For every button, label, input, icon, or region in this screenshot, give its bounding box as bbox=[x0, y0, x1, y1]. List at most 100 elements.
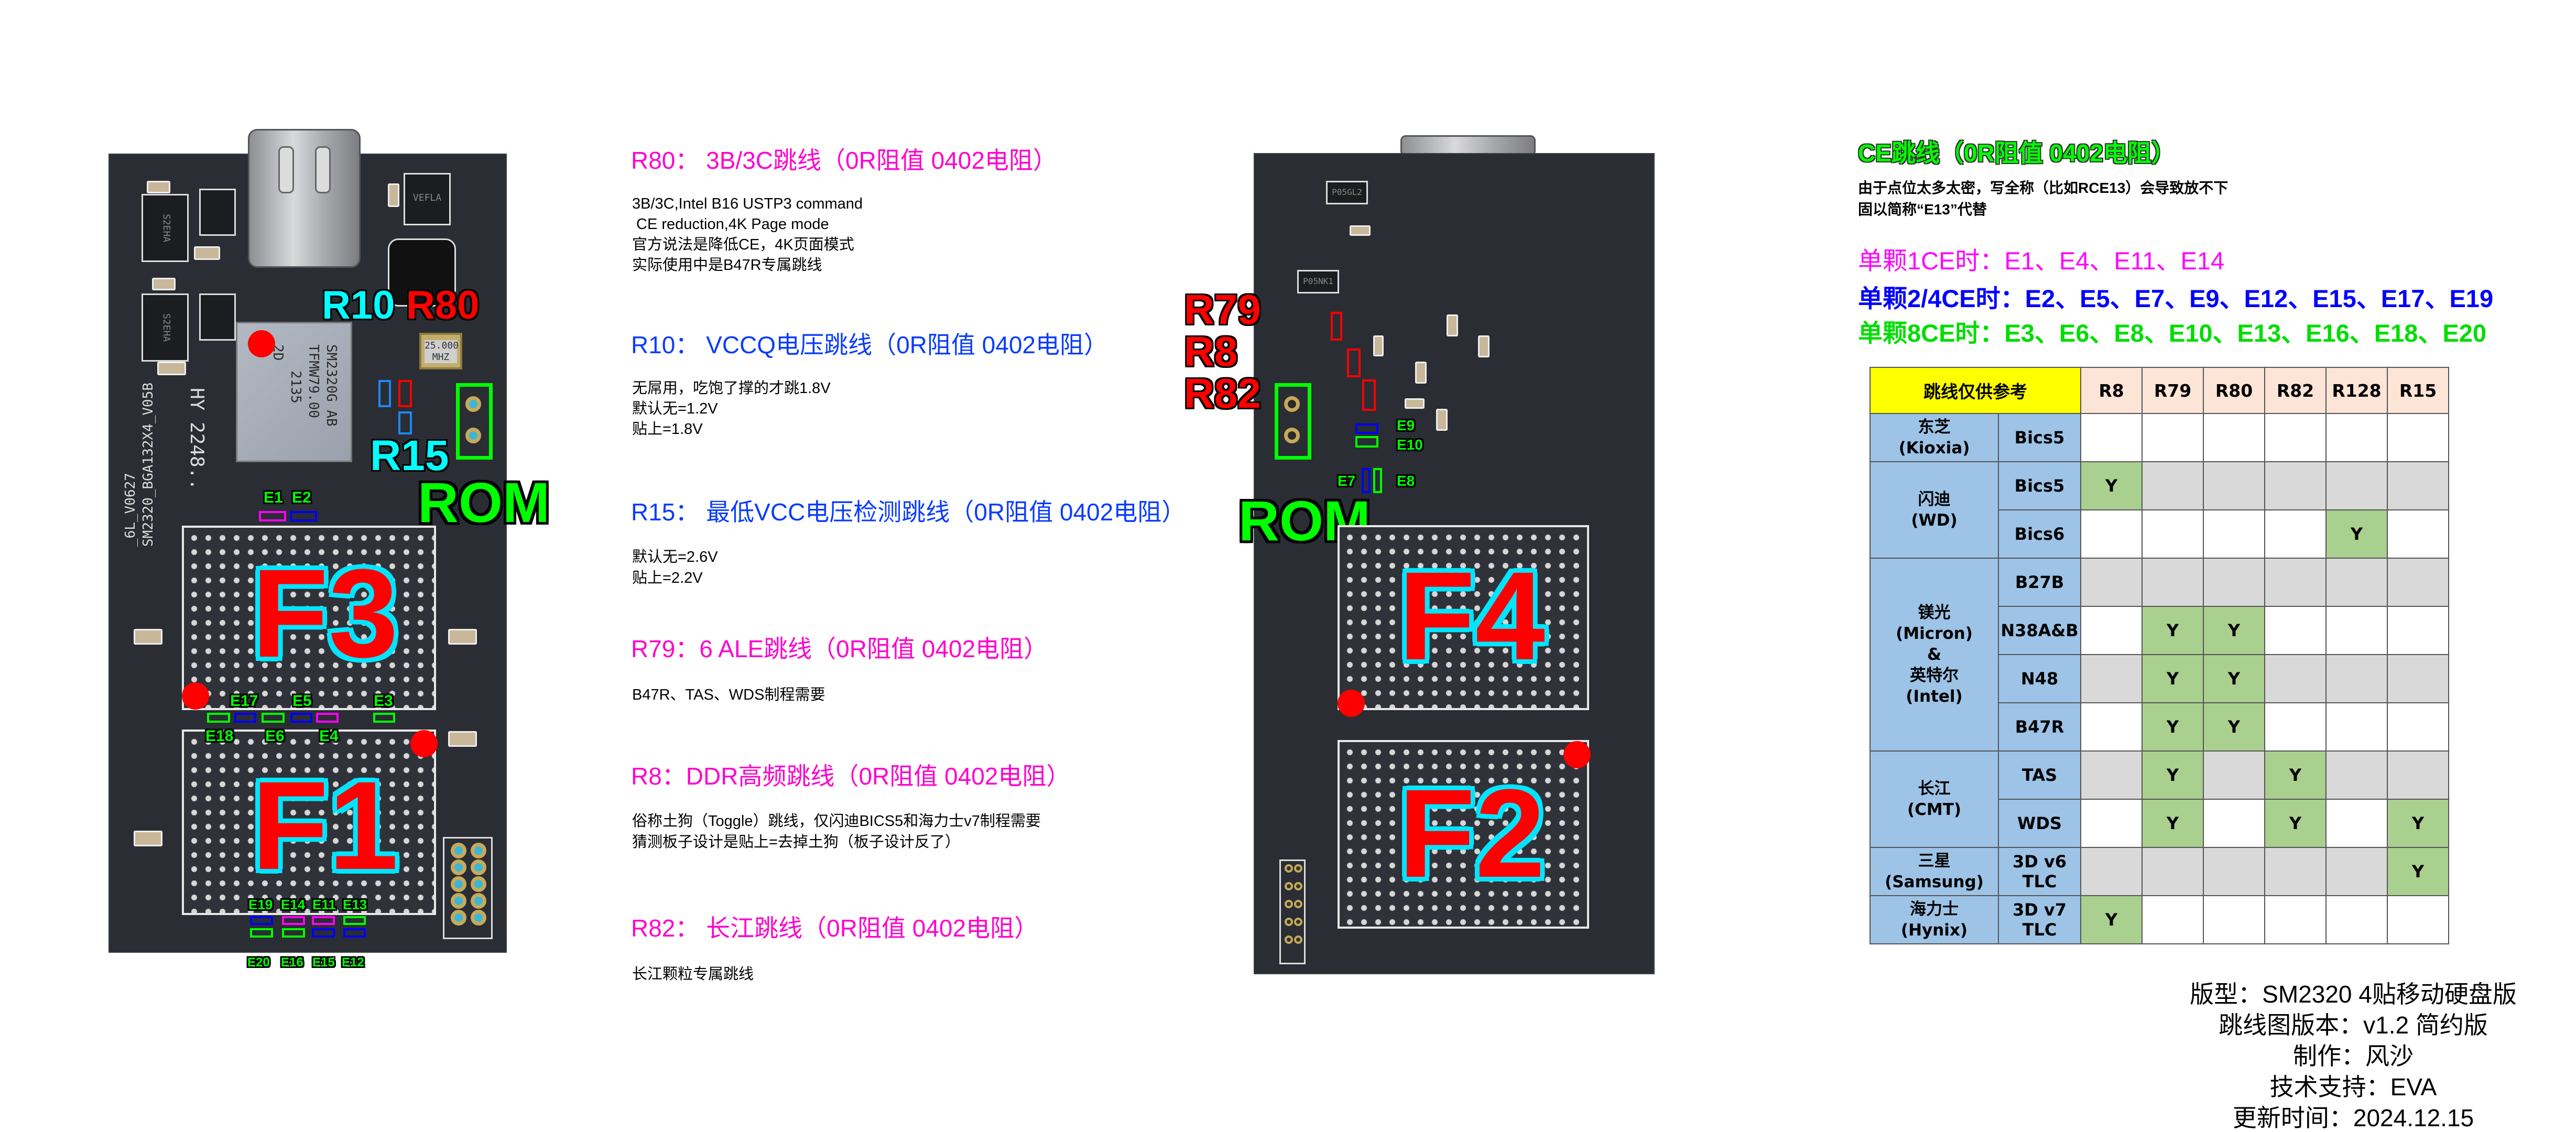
jumper-required-r82: Y bbox=[2264, 750, 2327, 800]
smd-capacitor bbox=[1350, 225, 1371, 236]
jumper-cell-empty bbox=[2264, 895, 2327, 944]
chip-marking: 2135 bbox=[288, 371, 303, 404]
smd-capacitor bbox=[134, 629, 162, 645]
e5-label: E5 bbox=[292, 692, 312, 710]
maker-name: (CMT) bbox=[1907, 800, 1962, 819]
r82-label: R82 bbox=[1184, 370, 1261, 417]
nand-type-cell: 3D v7 TLC bbox=[1998, 895, 2081, 944]
e1-label: E1 bbox=[264, 489, 283, 506]
r15-heading: R15： 最低VCC电压检测跳线（0R阻值 0402电阻） bbox=[631, 498, 1186, 526]
jumper-required-r82: Y bbox=[2264, 799, 2327, 848]
e5-pad bbox=[290, 713, 312, 723]
e20-pad bbox=[250, 928, 273, 938]
e17-pad bbox=[234, 713, 256, 723]
jumper-cell-empty bbox=[2387, 413, 2449, 462]
jumper-cell-empty bbox=[2203, 558, 2265, 607]
ce-desc: 由于点位太多太密，写全称（比如RCE13）会导致放不下 bbox=[1858, 180, 2229, 196]
r8-heading: R8：DDR高频跳线（0R阻值 0402电阻） bbox=[631, 763, 1071, 790]
r80-label: R80 bbox=[406, 283, 480, 328]
jumper-cell-empty bbox=[2080, 509, 2143, 559]
board-silkscreen: _6L_V0627 SM2320_BGA132X4_V05B bbox=[122, 383, 157, 547]
crystal-frequency: 25.000 bbox=[425, 340, 459, 352]
rom-jumper-marker bbox=[1275, 383, 1311, 460]
note-line: 3B/3C,Intel B16 USTP3 command bbox=[632, 195, 863, 212]
chip-marking: TFMW79.00 bbox=[306, 344, 321, 418]
column-header-r80: R80 bbox=[2203, 367, 2265, 414]
jumper-cell-empty bbox=[2142, 558, 2204, 607]
nand-type-cell: WDS bbox=[1998, 799, 2081, 848]
nand-footprint-f1 bbox=[182, 730, 436, 915]
jumper-required-r79: Y bbox=[2142, 799, 2204, 848]
note-line: 无屌用，吃饱了撑的才跳1.8V bbox=[632, 380, 831, 397]
author: 制作：风沙 bbox=[2293, 1042, 2414, 1070]
e4-label: E4 bbox=[319, 727, 339, 745]
nand-type-cell: TAS bbox=[1998, 750, 2081, 800]
jumper-cell-empty bbox=[2325, 558, 2388, 607]
maker-cell: 长江(CMT) bbox=[1869, 750, 1999, 848]
nand-type-cell: Bics5 bbox=[1998, 461, 2081, 510]
f4-label: F4 bbox=[1398, 546, 1546, 686]
note-line: 官方说法是降低CE，4K页面模式 bbox=[632, 236, 854, 253]
r82-pad-marker bbox=[1362, 379, 1376, 411]
note-line: B47R、TAS、WDS制程需要 bbox=[632, 687, 825, 703]
smd-capacitor bbox=[1373, 335, 1384, 356]
jumper-cell-empty bbox=[2264, 654, 2327, 703]
e13-label: E13 bbox=[343, 897, 367, 912]
table-row: 东芝(Kioxia)Bics5 bbox=[1869, 413, 2449, 462]
ce-8ce-list: 单颗8CE时：E3、E6、E8、E10、E13、E16、E18、E20 bbox=[1858, 319, 2487, 347]
jumper-cell-empty bbox=[2142, 509, 2204, 559]
jumper-cell-empty bbox=[2387, 702, 2449, 752]
jumper-cell-empty bbox=[2264, 413, 2327, 462]
jumper-required-r8: Y bbox=[2080, 895, 2143, 944]
e19-pad bbox=[250, 916, 273, 925]
ce-2-4ce-list: 单颗2/4CE时：E2、E5、E7、E9、E12、E15、E17、E19 bbox=[1858, 285, 2494, 312]
jumper-cell-empty bbox=[2080, 702, 2143, 752]
e10-pad bbox=[1355, 436, 1378, 448]
f2-label: F2 bbox=[1398, 763, 1546, 904]
e15-pad bbox=[312, 928, 335, 938]
e13-pad bbox=[343, 916, 366, 925]
smd-capacitor bbox=[1478, 335, 1490, 357]
jumper-required-r79: Y bbox=[2142, 654, 2204, 703]
jumper-cell-empty bbox=[2203, 461, 2265, 510]
silkscreen-text: SM2320_BGA132X4_V05B bbox=[140, 383, 156, 547]
e19-label: E19 bbox=[248, 897, 273, 912]
jumper-cell-empty bbox=[2080, 847, 2143, 896]
e18-label: E18 bbox=[205, 727, 234, 745]
jumper-cell-empty bbox=[2325, 461, 2388, 510]
r8-pad-marker bbox=[1347, 349, 1361, 377]
ic-p05gl2: P05GL2 bbox=[1326, 181, 1368, 204]
smd-capacitor bbox=[388, 183, 399, 207]
jumper-cell-empty bbox=[2080, 750, 2143, 800]
nand-type-cell: B27B bbox=[1998, 558, 2081, 607]
ic-s2eha: S2EHA bbox=[142, 293, 189, 362]
smd-capacitor bbox=[1436, 409, 1448, 431]
jumper-cell-empty bbox=[2325, 702, 2388, 752]
pin1-marker bbox=[182, 682, 209, 710]
jumper-cell-empty bbox=[2203, 750, 2265, 800]
e14-pad bbox=[282, 916, 305, 925]
column-header-r15: R15 bbox=[2387, 367, 2449, 414]
maker-name: (Kioxia) bbox=[1898, 439, 1970, 458]
e9-pad bbox=[1355, 423, 1378, 434]
e16-pad bbox=[282, 928, 305, 938]
jumper-cell-empty bbox=[2325, 413, 2388, 462]
note-line: 俗称土狗（Toggle）跳线，仅闪迪BICS5和海力士v7制程需要 bbox=[632, 813, 1041, 830]
note-line: CE reduction,4K Page mode bbox=[632, 216, 829, 233]
board-type: 版型：SM2320 4贴移动硬盘版 bbox=[2190, 981, 2517, 1008]
ce-desc: 固以简称“E13”代替 bbox=[1858, 201, 1987, 217]
chip-marking: SM2320G AB bbox=[323, 344, 339, 427]
e10-label: E10 bbox=[1397, 437, 1423, 453]
jumper-cell-empty bbox=[2264, 461, 2327, 510]
e14-label: E14 bbox=[281, 897, 306, 912]
jumper-required-r15: Y bbox=[2387, 799, 2449, 848]
column-header-r8: R8 bbox=[2080, 367, 2143, 414]
pin-header bbox=[443, 837, 493, 939]
note-line: 默认无=1.2V bbox=[632, 400, 718, 417]
ic-vefla: VEFLA bbox=[404, 173, 451, 225]
